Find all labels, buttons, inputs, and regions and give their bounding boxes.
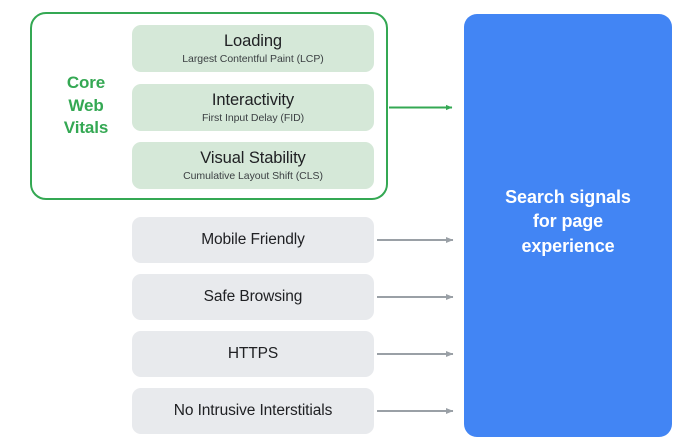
- metric-card-visual-stability: Visual Stability Cumulative Layout Shift…: [132, 142, 374, 189]
- signal-box-https: HTTPS: [132, 331, 374, 377]
- signal-box-no-intrusive-interstitials: No Intrusive Interstitials: [132, 388, 374, 434]
- signal-label: Mobile Friendly: [201, 231, 305, 248]
- search-signals-panel: Search signals for page experience: [464, 14, 672, 437]
- core-web-vitals-group-label: Core Web Vitals: [63, 73, 109, 138]
- metric-title: Loading: [223, 31, 283, 50]
- signal-label: HTTPS: [227, 345, 279, 362]
- metric-card-interactivity: Interactivity First Input Delay (FID): [132, 84, 374, 131]
- metric-title: Interactivity: [211, 90, 295, 109]
- signal-label: No Intrusive Interstitials: [173, 402, 333, 419]
- metric-subtitle: First Input Delay (FID): [201, 111, 305, 124]
- metric-title: Visual Stability: [200, 148, 306, 167]
- metric-card-loading: Loading Largest Contentful Paint (LCP): [132, 25, 374, 72]
- metric-subtitle: Largest Contentful Paint (LCP): [182, 52, 324, 65]
- signal-label: Safe Browsing: [203, 288, 303, 305]
- metric-subtitle: Cumulative Layout Shift (CLS): [183, 169, 323, 182]
- signal-box-mobile-friendly: Mobile Friendly: [132, 217, 374, 263]
- search-signals-panel-text: Search signals for page experience: [505, 187, 631, 256]
- signal-box-safe-browsing: Safe Browsing: [132, 274, 374, 320]
